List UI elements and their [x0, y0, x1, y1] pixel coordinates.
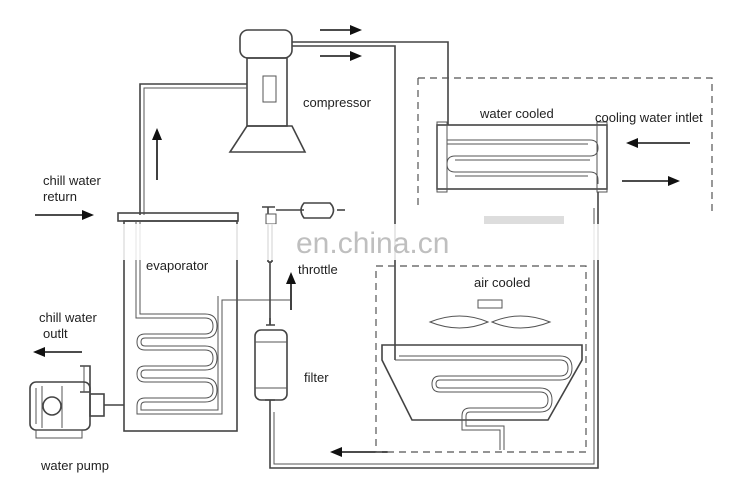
label-water-pump: water pump [40, 458, 109, 473]
chill-water-outlet-arrow [33, 347, 82, 357]
water-pump [29, 365, 124, 439]
compressor [228, 29, 307, 153]
label-throttle: throttle [298, 262, 338, 277]
label-cooling-water-inlet: cooling water intlet [595, 110, 703, 125]
label-chill-water-outlet-1: chill water [39, 310, 97, 325]
cooling-water-outlet-arrow [622, 176, 680, 186]
evaporator [117, 212, 290, 432]
water-cooled-boundary [418, 77, 713, 213]
suction-pipe-inner [143, 87, 247, 215]
air-cooled-condenser [381, 299, 583, 450]
chill-water-return-arrow [35, 210, 94, 220]
water-condenser-shell [436, 124, 608, 190]
evaporator-shell [123, 220, 238, 432]
watermark-text: en.china.cn [296, 227, 449, 260]
discharge-flow-arrow-2 [320, 51, 362, 61]
discharge-flow-arrow [320, 25, 362, 35]
fan-motor [477, 299, 503, 309]
compressor-body [246, 57, 288, 127]
fan-blade-right [490, 315, 552, 329]
filter-body [254, 329, 288, 401]
evaporator-lid [117, 212, 239, 222]
discharge-pipe [292, 41, 449, 125]
label-chill-water-outlet-2: outlt [43, 326, 68, 341]
suction-flow-arrow [152, 128, 162, 180]
air-condenser-shell [381, 344, 583, 421]
water-condenser-coil [446, 139, 599, 184]
throttle-flow-arrow [286, 272, 296, 310]
label-water-cooled: water cooled [479, 106, 554, 121]
label-compressor: compressor [303, 95, 372, 110]
compressor-window [262, 75, 277, 103]
label-filter: filter [304, 370, 329, 385]
pump-motor [29, 381, 91, 431]
filter-drier [254, 318, 288, 412]
label-evaporator: evaporator [146, 258, 209, 273]
air-condenser-coil [395, 359, 569, 450]
liquid-return-pipe [269, 208, 599, 469]
evaporator-coil [135, 221, 290, 415]
suction-pipe [139, 83, 247, 215]
label-air-cooled: air cooled [474, 275, 530, 290]
cooling-water-inlet-arrow [626, 138, 690, 148]
compressor-base [228, 125, 307, 153]
label-chill-water-return-1: chill water [43, 173, 101, 188]
water-cooled-condenser [436, 121, 608, 208]
fan-blade-left [428, 315, 490, 329]
watermark-band [110, 224, 650, 260]
pump-hub [42, 396, 62, 416]
compressor-dome [239, 29, 293, 59]
label-chill-water-return-2: return [43, 189, 77, 204]
air-cooled-boundary [375, 265, 587, 453]
